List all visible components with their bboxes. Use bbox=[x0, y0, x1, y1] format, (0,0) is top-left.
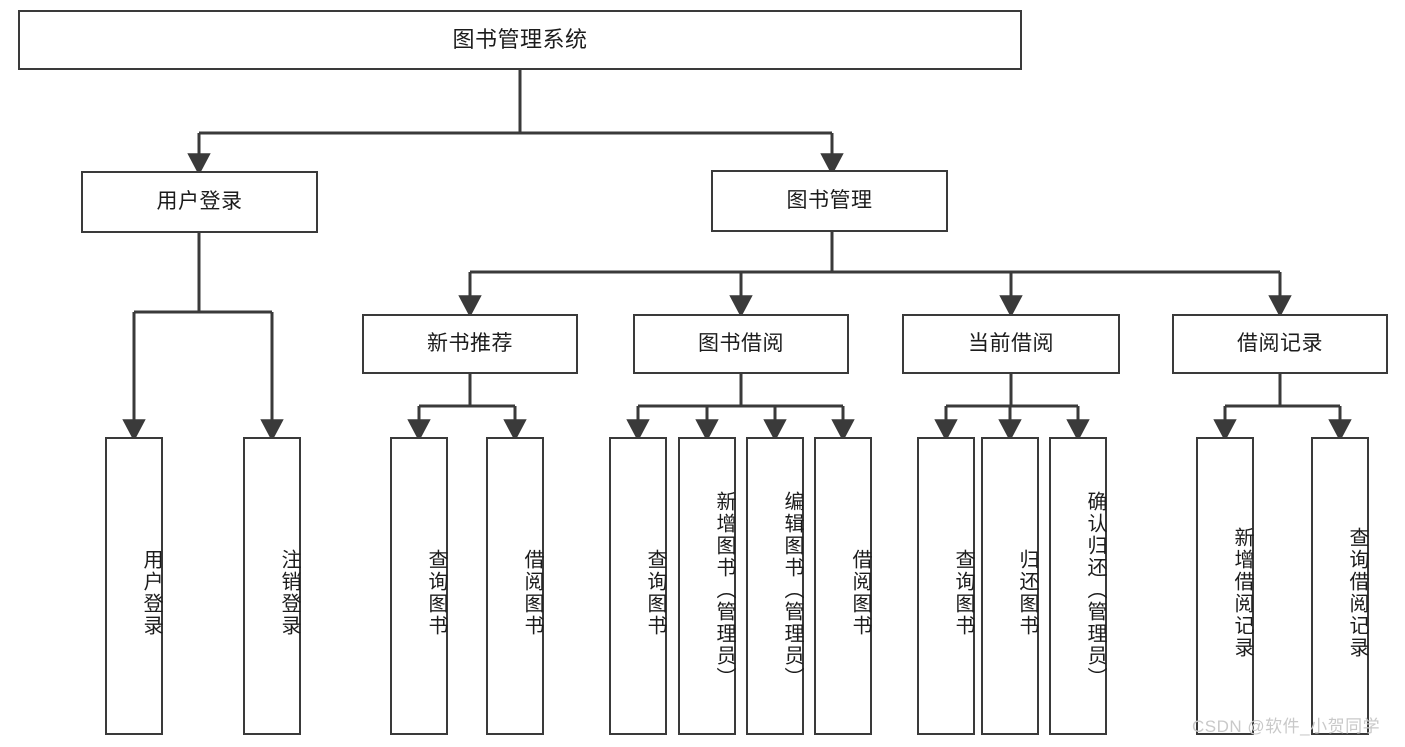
node-label: 借阅记录 bbox=[1237, 332, 1323, 356]
leaf-add-book-admin[interactable]: 新增图书（管理员） bbox=[678, 437, 736, 735]
leaf-user-login[interactable]: 用户登录 bbox=[105, 437, 163, 735]
node-book-borrowing[interactable]: 图书借阅 bbox=[633, 314, 849, 374]
leaf-return-book[interactable]: 归还图书 bbox=[981, 437, 1039, 735]
leaf-borrow-book-new-rec[interactable]: 借阅图书 bbox=[486, 437, 544, 735]
leaf-query-book-new-rec[interactable]: 查询图书 bbox=[390, 437, 448, 735]
leaf-borrow-book-borrow[interactable]: 借阅图书 bbox=[814, 437, 872, 735]
node-label: 图书管理 bbox=[786, 189, 873, 213]
leaf-logout[interactable]: 注销登录 bbox=[243, 437, 301, 735]
node-borrowing-record[interactable]: 借阅记录 bbox=[1172, 314, 1388, 374]
node-new-book-recommendation[interactable]: 新书推荐 bbox=[362, 314, 578, 374]
node-label: 确认归还（管理员） bbox=[1084, 491, 1106, 689]
node-label: 借阅图书 bbox=[521, 549, 543, 637]
node-label: 查询借阅记录 bbox=[1346, 527, 1368, 659]
node-label: 注销登录 bbox=[278, 549, 300, 637]
node-label: 查询图书 bbox=[644, 549, 666, 637]
node-label: 归还图书 bbox=[1016, 549, 1038, 637]
node-label: 用户登录 bbox=[140, 549, 162, 637]
node-label: 当前借阅 bbox=[968, 332, 1054, 356]
node-label: 图书管理系统 bbox=[452, 26, 588, 52]
node-user-login[interactable]: 用户登录 bbox=[81, 171, 318, 233]
leaf-confirm-return-admin[interactable]: 确认归还（管理员） bbox=[1049, 437, 1107, 735]
node-label: 新增借阅记录 bbox=[1231, 527, 1253, 659]
node-root-book-management-system[interactable]: 图书管理系统 bbox=[18, 10, 1022, 70]
leaf-query-book-current[interactable]: 查询图书 bbox=[917, 437, 975, 735]
leaf-add-borrow-record[interactable]: 新增借阅记录 bbox=[1196, 437, 1254, 735]
node-label: 用户登录 bbox=[156, 190, 243, 214]
node-label: 借阅图书 bbox=[849, 549, 871, 637]
leaf-query-book-borrow[interactable]: 查询图书 bbox=[609, 437, 667, 735]
node-current-borrowing[interactable]: 当前借阅 bbox=[902, 314, 1120, 374]
node-label: 编辑图书（管理员） bbox=[781, 491, 803, 689]
leaf-edit-book-admin[interactable]: 编辑图书（管理员） bbox=[746, 437, 804, 735]
node-label: 查询图书 bbox=[425, 549, 447, 637]
node-label: 图书借阅 bbox=[698, 332, 784, 356]
node-label: 新增图书（管理员） bbox=[713, 491, 735, 689]
node-label: 新书推荐 bbox=[427, 332, 513, 356]
csdn-watermark: CSDN @软件_小贺同学 bbox=[1192, 717, 1381, 736]
node-label: 查询图书 bbox=[952, 549, 974, 637]
leaf-query-borrow-record[interactable]: 查询借阅记录 bbox=[1311, 437, 1369, 735]
node-book-management[interactable]: 图书管理 bbox=[711, 170, 948, 232]
